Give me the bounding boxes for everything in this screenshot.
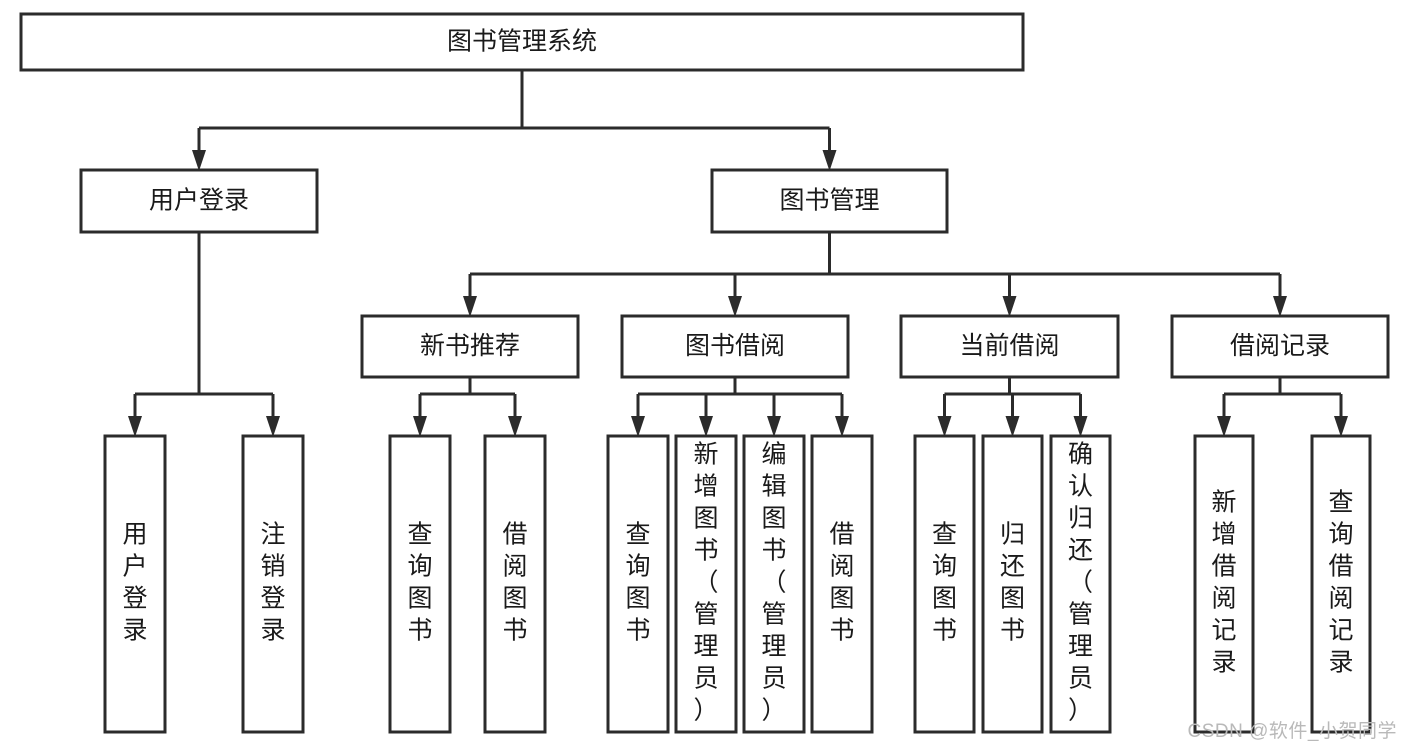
node-box-leaf-confirm-return: [1049, 434, 1112, 734]
arrow-head-icon-user-login: [192, 150, 206, 171]
node-box-loan-record: [1170, 314, 1390, 379]
node-user-login[interactable]: 用户登录: [79, 168, 319, 234]
node-label-root: 图书管理系统: [447, 28, 597, 56]
arrow-head-icon-leaf-user-login: [128, 416, 142, 437]
node-box-leaf-edit-book: [742, 434, 806, 734]
arrow-head-icon-leaf-add-book: [699, 416, 713, 437]
arrow-head-icon-leaf-confirm-return: [1073, 416, 1088, 437]
node-leaf-query-book-3[interactable]: 查询图书: [913, 434, 976, 734]
node-box-leaf-add-book: [674, 434, 738, 734]
node-leaf-borrow-book-1[interactable]: 借阅图书: [483, 434, 547, 734]
node-root[interactable]: 图书管理系统: [19, 12, 1025, 72]
node-box-leaf-query-record: [1310, 434, 1372, 734]
arrow-head-icon-new-book-rec: [463, 296, 477, 317]
node-leaf-user-logout[interactable]: 注销登录: [241, 434, 305, 734]
node-label-book-admin: 图书管理: [779, 187, 879, 215]
node-leaf-query-book-2[interactable]: 查询图书: [606, 434, 670, 734]
edge-group-loan-record: [1217, 377, 1348, 437]
arrow-head-icon-leaf-add-record: [1217, 416, 1231, 437]
node-book-admin[interactable]: 图书管理: [710, 168, 949, 234]
node-label-leaf-add-record: 新增借阅记录: [1211, 489, 1236, 677]
arrow-head-icon-leaf-query-record: [1334, 416, 1348, 437]
node-label-loan-record: 借阅记录: [1230, 332, 1330, 360]
node-box-user-login: [79, 168, 319, 234]
node-leaf-confirm-return[interactable]: 确认归还（管理员）: [1049, 434, 1112, 734]
node-loan-record[interactable]: 借阅记录: [1170, 314, 1390, 379]
node-label-leaf-user-logout: 注销登录: [260, 521, 285, 645]
node-box-leaf-borrow-book-1: [483, 434, 547, 734]
arrow-head-icon-leaf-query-book-1: [413, 416, 427, 437]
node-box-leaf-borrow-book-2: [810, 434, 874, 734]
node-label-leaf-add-book: 新增图书（管理员）: [693, 441, 718, 725]
arrow-head-icon-loan-record: [1273, 296, 1287, 317]
node-label-leaf-query-book-3: 查询图书: [932, 521, 957, 645]
node-label-leaf-query-book-2: 查询图书: [625, 521, 650, 645]
node-label-leaf-return-book: 归还图书: [1000, 521, 1025, 645]
node-label-leaf-edit-book: 编辑图书（管理员）: [761, 441, 786, 725]
node-box-leaf-return-book: [981, 434, 1044, 734]
node-new-book-rec[interactable]: 新书推荐: [360, 314, 580, 379]
node-box-current-loan: [899, 314, 1120, 379]
node-current-loan[interactable]: 当前借阅: [899, 314, 1120, 379]
node-label-book-borrow: 图书借阅: [685, 332, 785, 360]
node-label-leaf-borrow-book-1: 借阅图书: [502, 521, 527, 645]
arrow-head-icon-leaf-user-logout: [266, 416, 280, 437]
node-leaf-query-record[interactable]: 查询借阅记录: [1310, 434, 1372, 734]
node-box-new-book-rec: [360, 314, 580, 379]
edge-group-book-borrow: [631, 377, 849, 437]
arrow-head-icon-book-borrow: [728, 296, 742, 317]
node-label-leaf-borrow-book-2: 借阅图书: [829, 521, 854, 645]
node-label-current-loan: 当前借阅: [959, 332, 1059, 360]
arrow-head-icon-book-admin: [822, 150, 837, 171]
arrow-head-icon-leaf-edit-book: [767, 416, 781, 437]
node-box-leaf-add-record: [1193, 434, 1255, 734]
edge-group-book-admin: [463, 232, 1287, 317]
node-box-book-admin: [710, 168, 949, 234]
node-layer: 图书管理系统用户登录图书管理新书推荐图书借阅当前借阅借阅记录用户登录注销登录查询…: [19, 12, 1390, 734]
arrow-head-icon-leaf-borrow-book-1: [508, 416, 522, 437]
node-label-leaf-user-login: 用户登录: [122, 521, 147, 645]
node-leaf-add-book[interactable]: 新增图书（管理员）: [674, 434, 738, 734]
edge-group-current-loan: [937, 377, 1088, 437]
edge-group-user-login: [128, 232, 280, 437]
arrow-head-icon-leaf-query-book-3: [937, 416, 952, 437]
node-label-new-book-rec: 新书推荐: [420, 332, 520, 360]
node-label-user-login: 用户登录: [149, 187, 249, 215]
arrow-head-icon-leaf-query-book-2: [631, 416, 645, 437]
node-box-book-borrow: [620, 314, 850, 379]
node-box-leaf-query-book-2: [606, 434, 670, 734]
node-leaf-user-login[interactable]: 用户登录: [103, 434, 167, 734]
node-label-leaf-confirm-return: 确认归还（管理员）: [1068, 441, 1093, 725]
node-box-leaf-user-logout: [241, 434, 305, 734]
node-box-root: [19, 12, 1025, 72]
node-leaf-return-book[interactable]: 归还图书: [981, 434, 1044, 734]
node-leaf-query-book-1[interactable]: 查询图书: [388, 434, 452, 734]
edge-layer: [128, 70, 1348, 437]
arrow-head-icon-leaf-borrow-book-2: [835, 416, 849, 437]
node-label-leaf-query-book-1: 查询图书: [407, 521, 432, 645]
edge-group-new-book-rec: [413, 377, 522, 437]
node-box-leaf-user-login: [103, 434, 167, 734]
node-leaf-edit-book[interactable]: 编辑图书（管理员）: [742, 434, 806, 734]
node-leaf-borrow-book-2[interactable]: 借阅图书: [810, 434, 874, 734]
node-box-leaf-query-book-3: [913, 434, 976, 734]
arrow-head-icon-leaf-return-book: [1005, 416, 1020, 437]
node-label-leaf-query-record: 查询借阅记录: [1328, 489, 1353, 677]
node-book-borrow[interactable]: 图书借阅: [620, 314, 850, 379]
edge-group-root: [192, 70, 837, 171]
node-leaf-add-record[interactable]: 新增借阅记录: [1193, 434, 1255, 734]
arrow-head-icon-current-loan: [1002, 296, 1017, 317]
node-box-leaf-query-book-1: [388, 434, 452, 734]
